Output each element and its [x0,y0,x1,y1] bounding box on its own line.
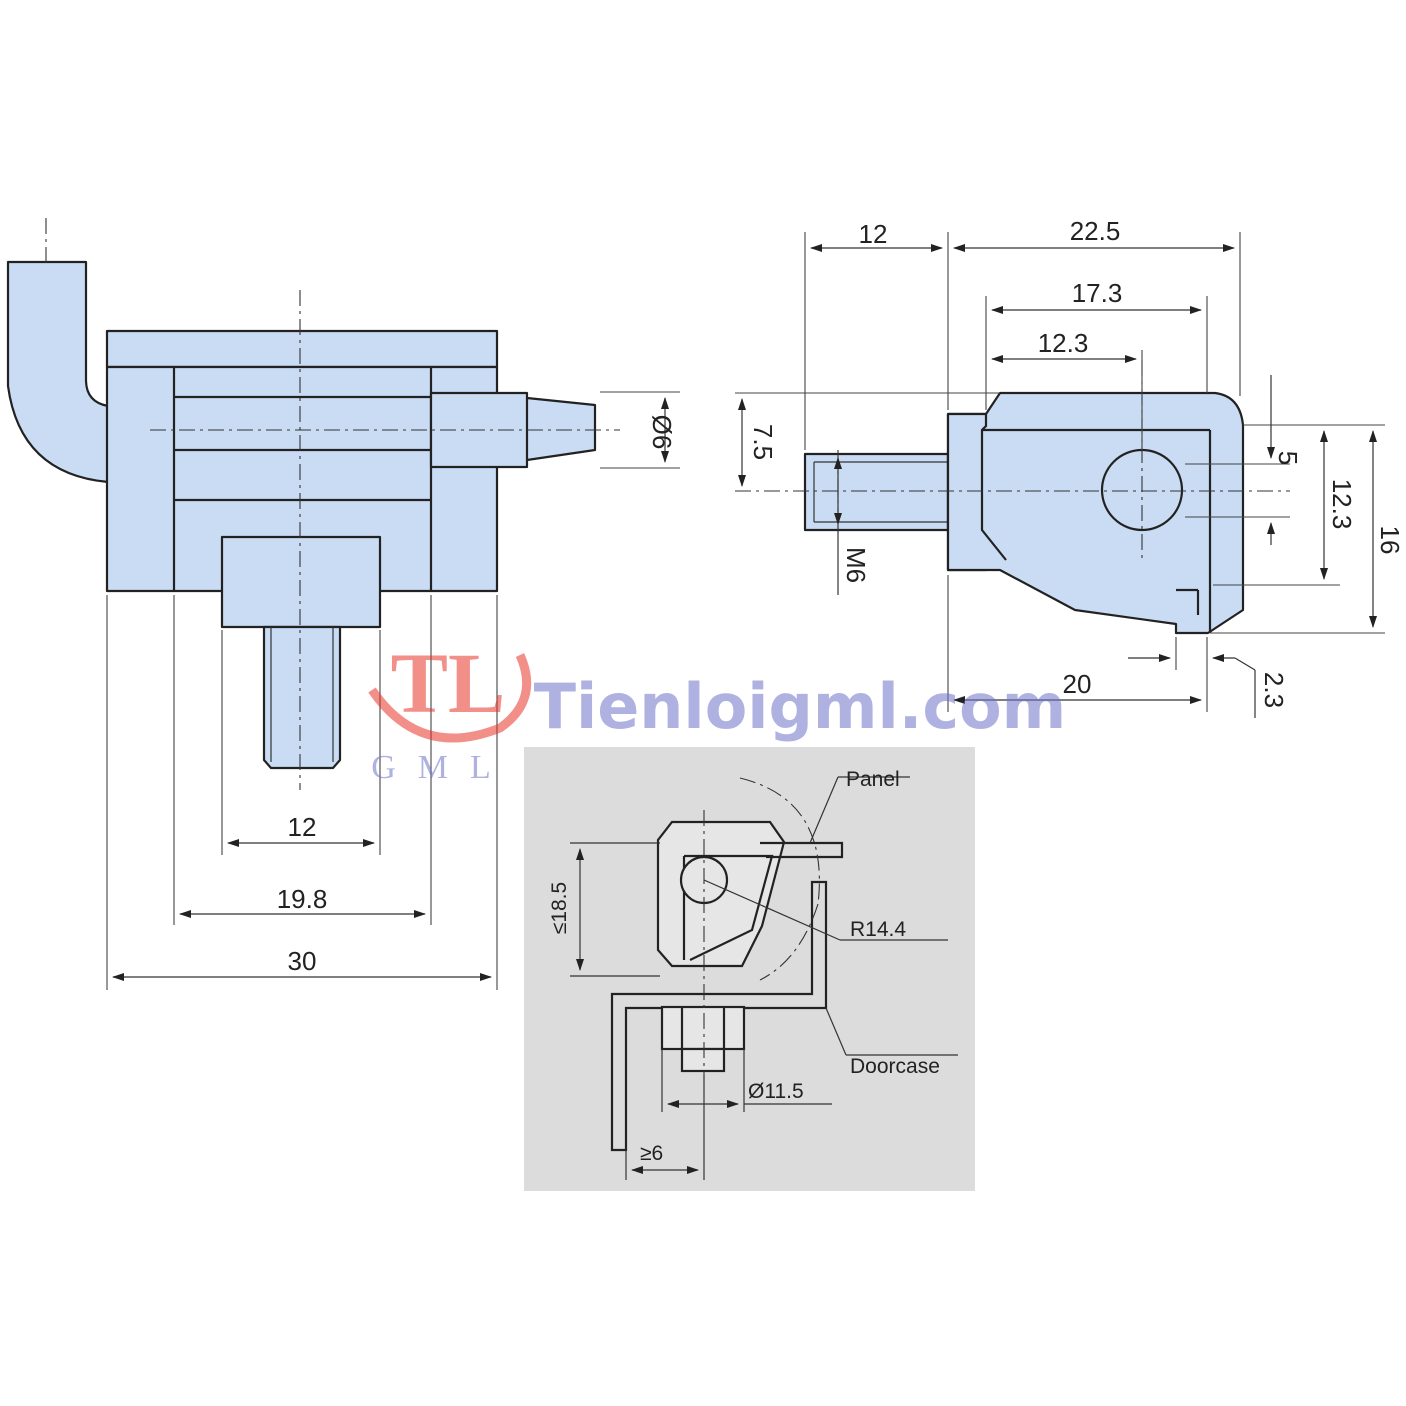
dim-stud-length: 12 [859,219,888,249]
dim-stud-spacing: 12 [288,812,317,842]
inset-nut [660,1005,746,1051]
dim-offset-height: 7.5 [748,424,778,460]
inset-label-min-clearance: ≥6 [640,1142,663,1165]
dim-bore-dia: Ø6 [647,415,677,450]
logo-swoosh [368,653,532,743]
inset-label-washer-dia: Ø11.5 [748,1080,804,1103]
dim-overall-height: 16 [1375,526,1405,555]
dim-base-length: 20 [1063,669,1092,699]
inset-label-doorcase: Doorcase [850,1055,940,1078]
side-view: 12 22.5 17.3 12.3 7.5 M6 5 12.3 16 20 2.… [735,216,1405,718]
dim-overall-width: 30 [288,946,317,976]
inset-label-panel: Panel [846,768,900,791]
inset-label-max-height: ≤18.5 [548,882,571,934]
hinge-square-base [220,535,382,629]
inset-panel [760,841,844,859]
dim-thread: M6 [841,547,871,583]
side-hinge-body [946,391,1245,635]
dim-inner-width: 19.8 [277,884,328,914]
dim-gap: 2.3 [1259,672,1289,708]
side-threaded-stud [803,452,950,532]
watermark-site: Tienloigml.com [534,670,1067,743]
front-view: 12 19.8 30 Ø6 [6,218,680,990]
inset-label-radius: R14.4 [850,918,906,941]
dim-hole-offset: 5 [1273,451,1303,465]
dim-length-17: 17.3 [1072,278,1123,308]
dim-body-length: 22.5 [1070,216,1121,246]
watermark: TL GML Tienloigml.com [368,635,1067,786]
logo-letters: TL [391,635,506,731]
dim-height-12: 12.3 [1327,479,1357,530]
mounting-inset: Panel R14.4 Doorcase ≤18.5 Ø11.5 ≥6 [524,747,975,1191]
inset-background [524,747,975,1191]
hinge-threaded-stud [262,625,342,770]
inset-bolt [680,1047,726,1073]
logo-subtitle: GML [371,749,513,786]
dim-length-12: 12.3 [1038,328,1089,358]
hinge-top-plate [105,329,499,369]
